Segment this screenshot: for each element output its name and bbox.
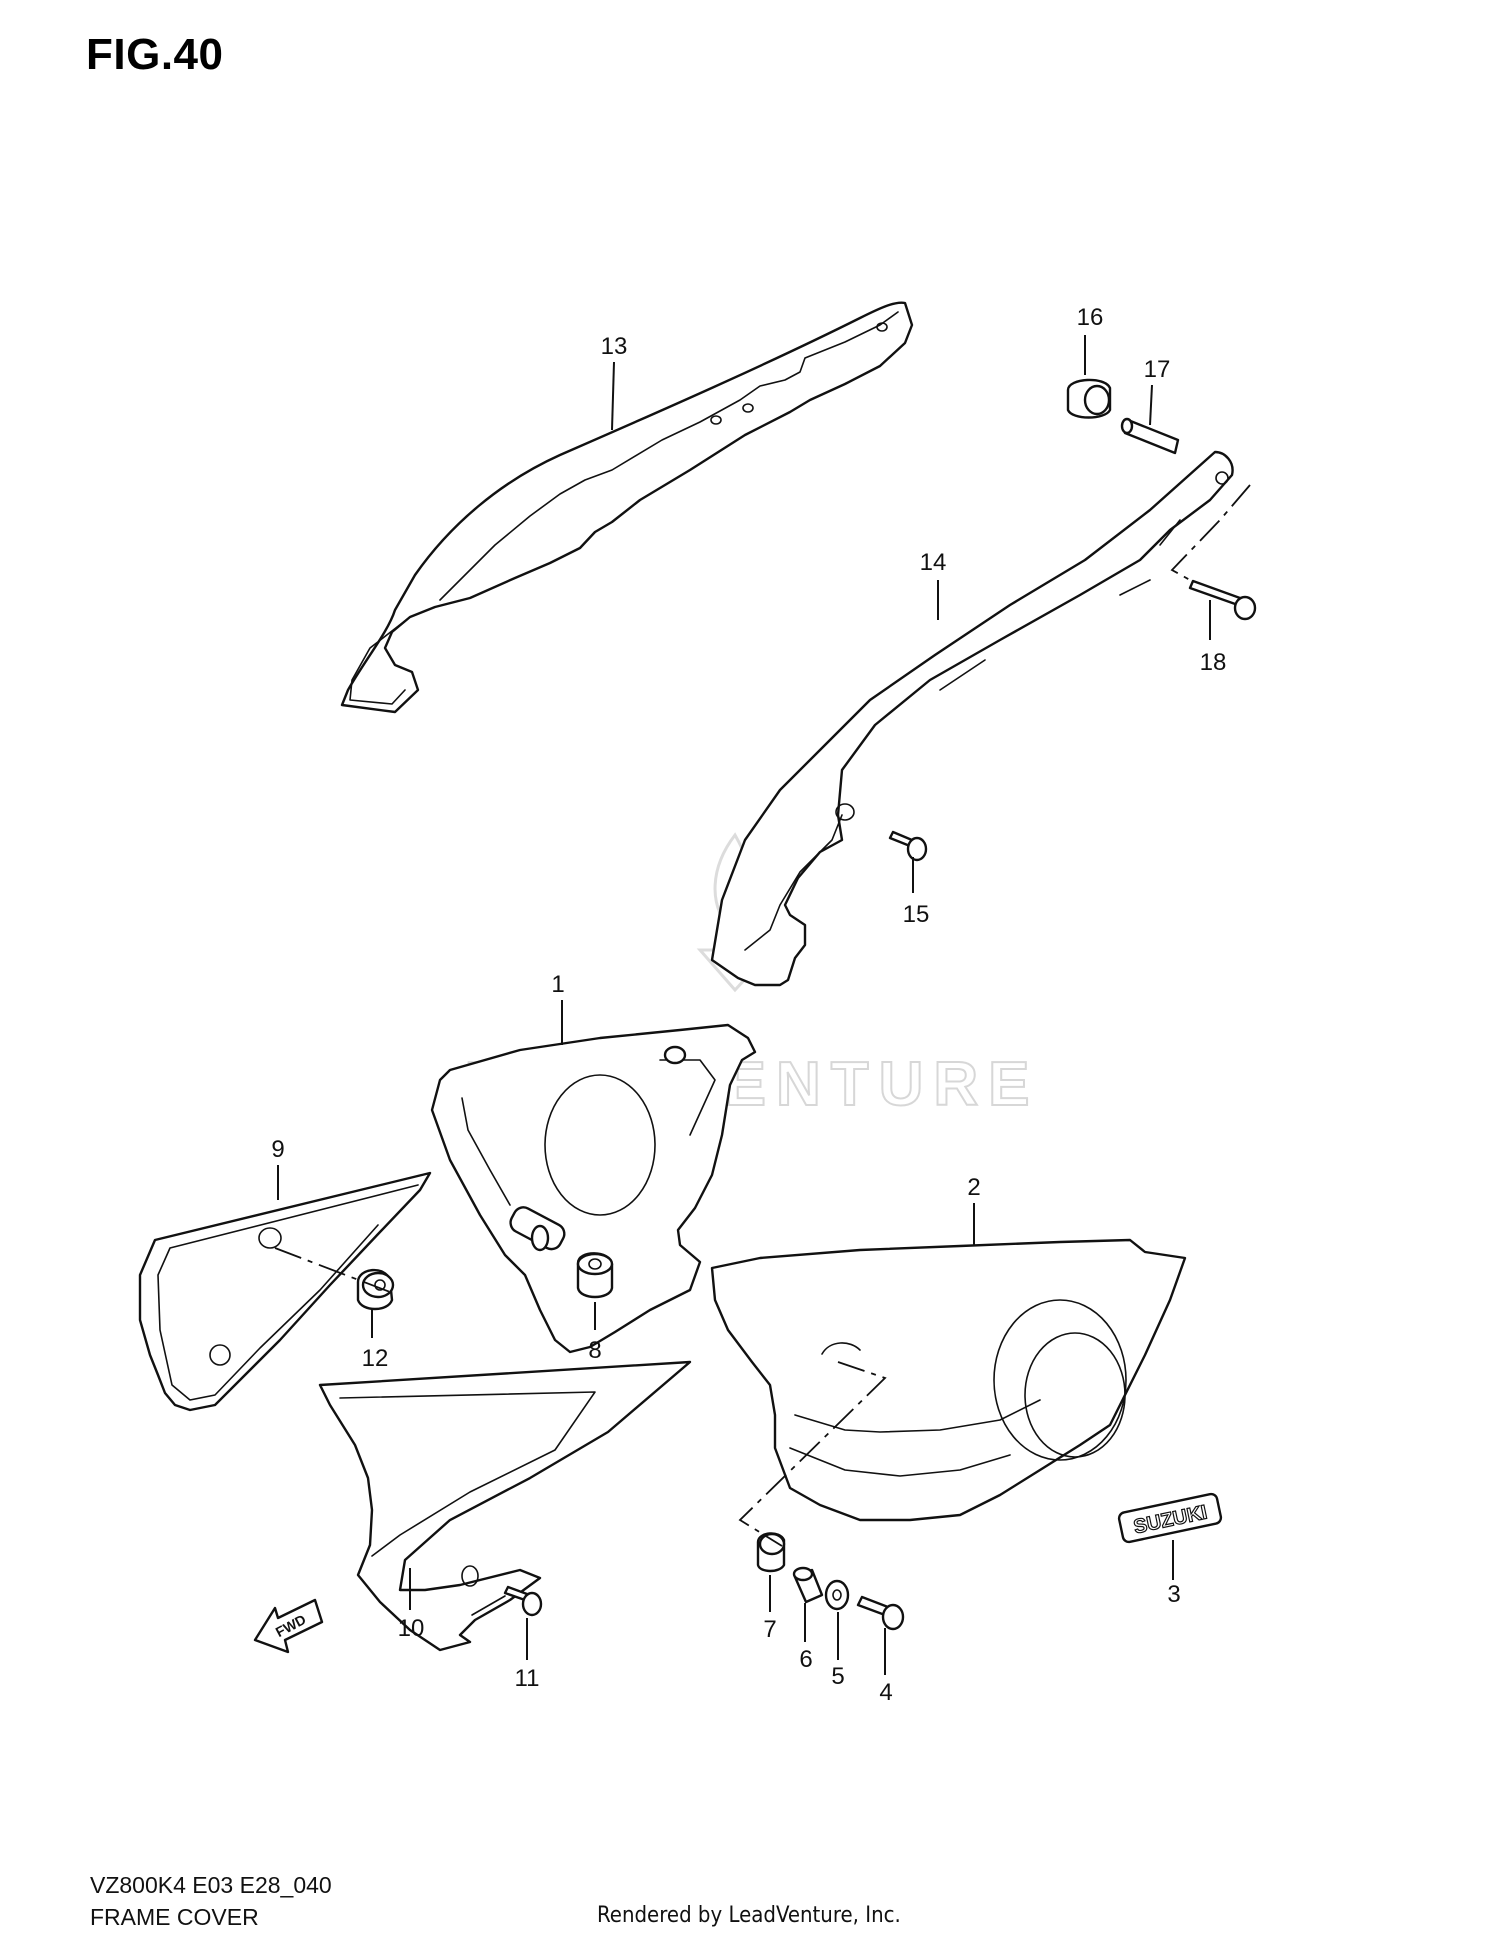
part-13-frame-cover-upper[interactable]: [340, 301, 914, 714]
part-2-main-frame-cover[interactable]: [710, 1238, 1187, 1522]
callout-18: 18: [1200, 649, 1227, 676]
callout-4: 4: [879, 1679, 892, 1706]
callout-13: 13: [601, 333, 628, 360]
render-credit: Rendered by LeadVenture, Inc.: [597, 1903, 901, 1928]
part-17-pin[interactable]: [1120, 417, 1180, 455]
callout-8: 8: [588, 1337, 601, 1364]
callout-16: 16: [1077, 304, 1104, 331]
part-18-bolt[interactable]: [1188, 579, 1257, 621]
part-10-front-cover[interactable]: [318, 1360, 692, 1652]
part-4-bolt[interactable]: [856, 1595, 905, 1631]
callout-1: 1: [551, 971, 564, 998]
part-8-grommet[interactable]: [576, 1252, 614, 1299]
callout-2: 2: [967, 1174, 980, 1201]
part-1-frame-bracket[interactable]: [430, 1023, 757, 1354]
callout-numbers: 13 14 16 17 18 15 1 2 9 12 8 3 10 11 7 6…: [271, 304, 1226, 1706]
callout-5: 5: [831, 1663, 844, 1690]
callout-3: 3: [1167, 1581, 1180, 1608]
part-16-cushion[interactable]: [1066, 378, 1112, 419]
part-12-grommet[interactable]: [356, 1268, 395, 1311]
part-14-frame-cover-lower[interactable]: [710, 450, 1234, 987]
assembly-centerlines: [274, 484, 1251, 1547]
figure-title: FIG.40: [86, 30, 224, 79]
diagram-code: VZ800K4 E03 E28_040: [90, 1872, 332, 1898]
fwd-arrow-icon: FWD: [253, 1598, 324, 1654]
part-3-emblem[interactable]: SUZUKI: [1117, 1492, 1223, 1544]
part-15-screw[interactable]: [888, 830, 928, 862]
diagram-name: FRAME COVER: [90, 1904, 259, 1930]
callout-6: 6: [799, 1646, 812, 1673]
callout-7: 7: [763, 1616, 776, 1643]
part-5-washer[interactable]: [824, 1579, 850, 1611]
callout-11: 11: [515, 1665, 540, 1692]
leader-lines: [277, 335, 1211, 1675]
callout-10: 10: [398, 1615, 425, 1642]
callout-9: 9: [271, 1136, 284, 1163]
callout-15: 15: [903, 901, 930, 928]
callout-14: 14: [920, 549, 947, 576]
part-9-side-panel[interactable]: [138, 1171, 432, 1412]
part-11-screw[interactable]: [503, 1585, 543, 1617]
callout-17: 17: [1144, 356, 1171, 383]
callout-12: 12: [362, 1345, 389, 1372]
part-6-collar[interactable]: [792, 1566, 824, 1604]
